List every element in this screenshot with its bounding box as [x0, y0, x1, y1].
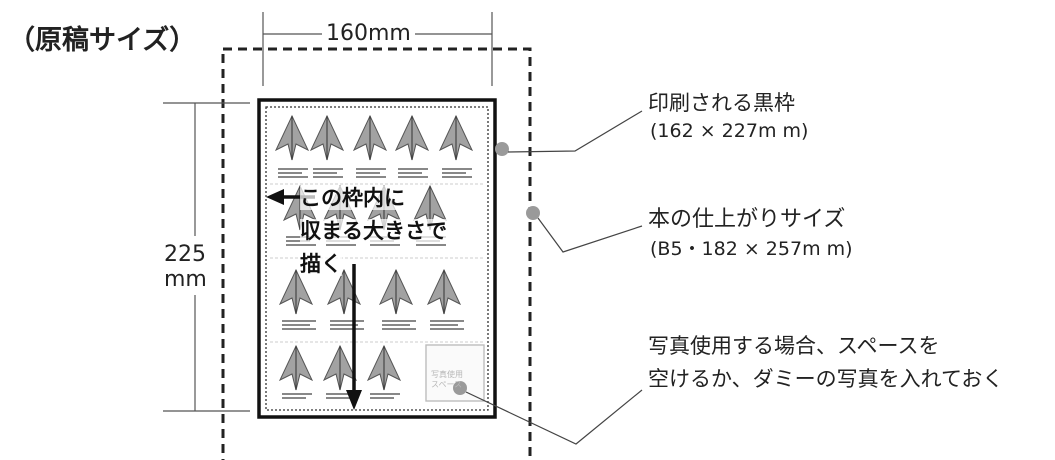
- height-dimension-value: 225: [164, 242, 206, 267]
- sample-text-bar: [326, 244, 356, 246]
- leader-dot-black-frame: [495, 142, 509, 156]
- sample-text-bar: [398, 176, 428, 178]
- instruction-line3: 描く: [300, 252, 342, 276]
- sample-text-bar: [442, 168, 472, 170]
- sample-text-bar: [370, 397, 394, 399]
- sample-text-bar: [356, 172, 380, 174]
- sample-text-bar: [398, 172, 422, 174]
- book-trim-dashed-frame: [221, 47, 532, 460]
- leader-dot-book-size: [526, 206, 540, 220]
- sample-text-bar: [282, 393, 312, 395]
- height-dimension-lines: [163, 102, 250, 412]
- sample-text-bar: [313, 168, 343, 170]
- sample-text-bar: [356, 168, 386, 170]
- sample-text-bar: [382, 328, 416, 330]
- sample-text-bar: [356, 176, 386, 178]
- sample-text-bar: [282, 328, 316, 330]
- sample-text-bar: [430, 328, 464, 330]
- sample-text-bar: [398, 168, 428, 170]
- sample-text-bar: [330, 328, 364, 330]
- sample-text-bar: [282, 397, 306, 399]
- sample-text-bar: [286, 244, 316, 246]
- sample-text-bar: [430, 324, 458, 326]
- sample-text-bar: [326, 397, 350, 399]
- sample-text-bar: [382, 320, 416, 322]
- photo-placeholder-text: 写真使用スペース: [431, 370, 463, 389]
- leader-book-size: [526, 206, 643, 253]
- sample-text-bar: [313, 172, 337, 174]
- sample-text-bar: [282, 320, 316, 322]
- sample-text-bar: [313, 176, 343, 178]
- leader-black-frame: [495, 110, 643, 156]
- height-dimension-unit: mm: [164, 267, 207, 292]
- sample-text-bar: [326, 393, 356, 395]
- instruction-line2: 収まる大きさで: [300, 219, 447, 243]
- leader-photo-note: [453, 381, 643, 445]
- photo-note-line1: 写真使用する場合、スペースを: [648, 334, 940, 358]
- book-size-value: (B5・182 × 257m m): [650, 238, 853, 260]
- sample-text-bar: [382, 324, 410, 326]
- sample-text-bar: [430, 320, 464, 322]
- sample-text-bar: [286, 240, 310, 242]
- sample-text-bar: [416, 244, 446, 246]
- black-frame-label: 印刷される黒枠: [648, 91, 795, 115]
- sample-text-bar: [370, 244, 400, 246]
- sample-text-bar: [278, 176, 308, 178]
- sample-text-bar: [330, 320, 364, 322]
- leader-dot-photo: [453, 381, 467, 395]
- sample-text-bar: [370, 393, 400, 395]
- down-arrow: [346, 264, 362, 410]
- sample-text-bar: [278, 168, 308, 170]
- drawable-area-dotted-frame: [265, 106, 489, 411]
- instruction-line1: この枠内に: [300, 186, 405, 210]
- sample-text-bar: [282, 324, 310, 326]
- sample-text-bar: [278, 172, 302, 174]
- sample-text-bar: [330, 324, 358, 326]
- sample-text-bar: [442, 176, 472, 178]
- page-title: （原稿サイズ）: [8, 25, 197, 56]
- sample-text-bar: [442, 172, 466, 174]
- width-dimension-label: 160mm: [322, 21, 415, 46]
- photo-note-line2: 空けるか、ダミーの写真を入れておく: [648, 367, 1004, 391]
- black-frame-size: (162 × 227m m): [650, 120, 809, 142]
- book-size-label: 本の仕上がりサイズ: [648, 207, 846, 232]
